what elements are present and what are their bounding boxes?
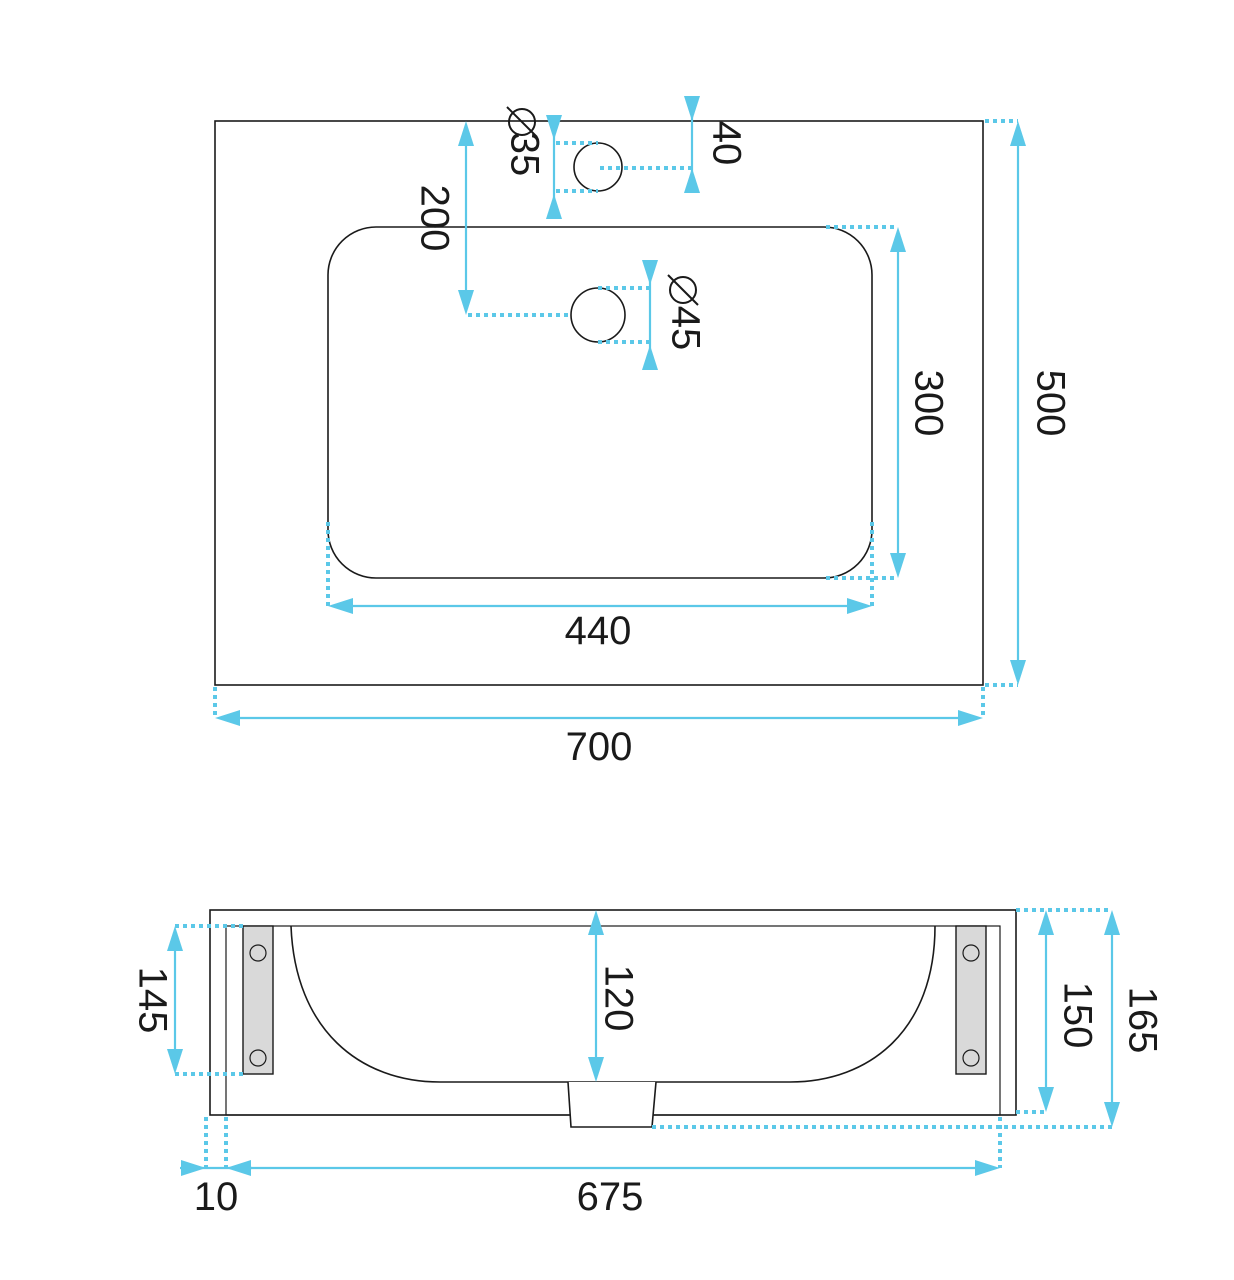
label-side-length: 675 (577, 1175, 644, 1219)
right-bracket (955, 925, 987, 1075)
bracket-body (955, 925, 987, 1075)
label-total-height: 165 (1120, 987, 1164, 1054)
dimension-total-height: 165 (652, 910, 1164, 1129)
label-bowl-depth: 120 (596, 965, 640, 1032)
label-drain-diameter: 45 (663, 274, 707, 351)
dimension-tap-diameter: 35 (502, 106, 598, 219)
bracket-body (242, 925, 274, 1075)
label-tap-diameter: 35 (502, 106, 546, 177)
diameter-icon (669, 276, 697, 304)
label-top-depth: 500 (1028, 370, 1072, 437)
drain-outlet (567, 1081, 657, 1128)
bracket-screw (249, 944, 267, 962)
label-tap-offset: 200 (412, 185, 456, 252)
label-basin-width: 440 (565, 609, 632, 653)
label-side-lip: 10 (194, 1175, 239, 1219)
bracket-screw (962, 944, 980, 962)
diameter-icon (508, 108, 536, 136)
dimension-tap-offset: 200 (412, 121, 572, 317)
label-top-width: 700 (566, 725, 633, 769)
basin-outline (327, 226, 873, 579)
top-view: 200 35 40 (213, 96, 1072, 769)
dimension-basin-width: 440 (326, 522, 874, 653)
side-view: 145 120 150 165 (130, 908, 1164, 1219)
label-tap-edge: 40 (704, 121, 748, 166)
bracket-screw (249, 1049, 267, 1067)
dimension-tap-edge: 40 (600, 96, 748, 193)
tap-hole (573, 142, 623, 192)
drain-hole (570, 287, 626, 343)
left-bracket (242, 925, 274, 1075)
dimension-basin-depth: 300 (826, 225, 950, 580)
dimension-drain-diameter: 45 (598, 260, 707, 370)
svg-text:35: 35 (502, 132, 546, 177)
bracket-screw (962, 1049, 980, 1067)
dimension-top-width: 700 (213, 687, 985, 769)
countertop-outline (214, 120, 984, 686)
label-bracket-height: 145 (130, 967, 174, 1034)
label-basin-depth: 300 (906, 370, 950, 437)
dimension-side-length: 675 (231, 1117, 1002, 1219)
dimension-bowl-depth: 120 (588, 910, 640, 1082)
label-body-height: 150 (1055, 982, 1099, 1049)
dimension-body-height: 150 (1016, 908, 1112, 1114)
svg-text:45: 45 (663, 306, 707, 351)
dimension-side-lip: 10 (180, 1117, 252, 1219)
dimension-bracket-height: 145 (130, 924, 243, 1076)
dimension-top-depth: 500 (985, 119, 1072, 687)
